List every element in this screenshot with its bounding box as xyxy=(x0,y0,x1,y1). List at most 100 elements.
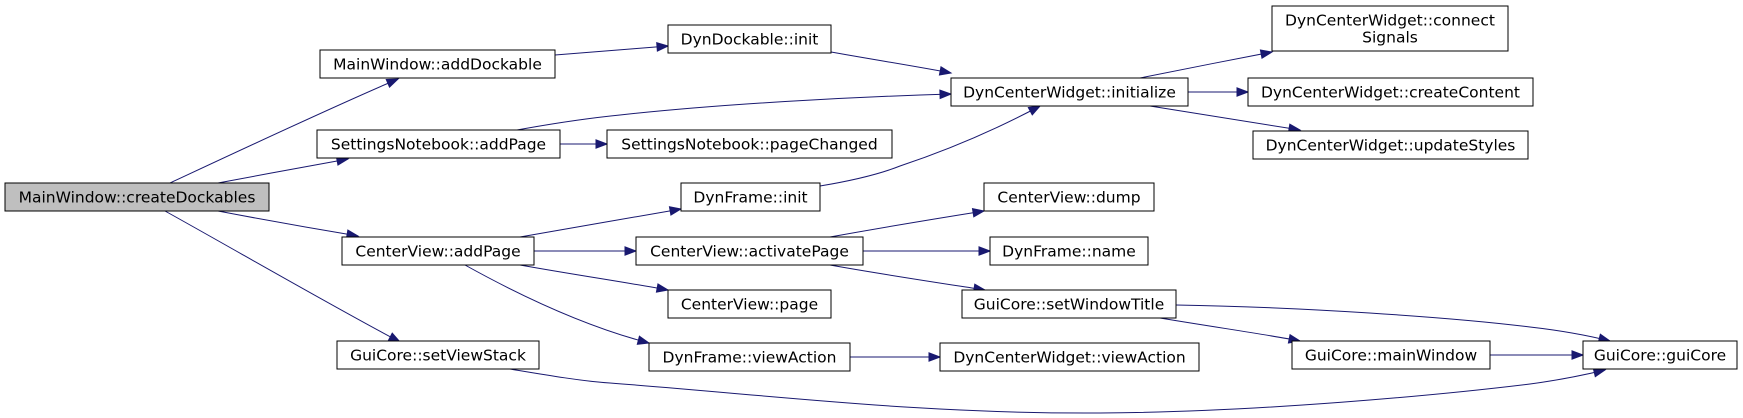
edge-arrowhead xyxy=(971,207,986,218)
node-box xyxy=(1582,340,1738,370)
function-node-setWindowTitle[interactable]: GuiCore::setWindowTitle xyxy=(961,289,1177,319)
call-edge-centerAddPage-to-centerPage xyxy=(519,264,670,293)
edge-line xyxy=(819,105,1041,187)
node-label: DynCenterWidget::viewAction xyxy=(953,349,1185,367)
call-edge-mainWindow-to-guiCore xyxy=(1490,350,1585,360)
function-node-createDockables[interactable]: MainWindow::createDockables xyxy=(4,182,270,212)
function-node-guiCore[interactable]: GuiCore::guiCore xyxy=(1582,340,1738,370)
edge-arrowhead xyxy=(385,78,400,89)
node-box xyxy=(319,49,556,79)
edge-arrowhead xyxy=(1592,367,1607,378)
edge-line xyxy=(1139,51,1273,79)
node-label: GuiCore::setViewStack xyxy=(350,347,526,365)
call-edge-activatePage-to-centerDump xyxy=(829,207,986,238)
node-label: CenterView::activatePage xyxy=(650,243,849,261)
function-node-setViewStack[interactable]: GuiCore::setViewStack xyxy=(336,340,540,370)
call-edge-centerAddPage-to-activatePage xyxy=(534,246,638,256)
node-box xyxy=(336,340,540,370)
edge-line xyxy=(1175,304,1611,342)
node-label: DynCenterWidget::initialize xyxy=(963,84,1176,102)
node-box xyxy=(939,342,1200,372)
function-node-centerDump[interactable]: CenterView::dump xyxy=(983,182,1155,212)
node-box xyxy=(1271,5,1509,52)
edge-line xyxy=(217,158,349,184)
node-box xyxy=(648,342,851,372)
node-box xyxy=(667,24,832,54)
call-edge-createDockables-to-addDockable xyxy=(169,78,400,184)
edge-line xyxy=(829,264,986,291)
edge-line xyxy=(554,45,669,56)
node-box xyxy=(983,182,1155,212)
call-edge-initialize-to-createContent xyxy=(1188,87,1250,97)
function-node-frameInit[interactable]: DynFrame::init xyxy=(680,182,821,212)
node-box xyxy=(316,129,561,159)
node-box xyxy=(961,289,1177,319)
function-node-frameName[interactable]: DynFrame::name xyxy=(989,236,1149,266)
function-node-addDockable[interactable]: MainWindow::addDockable xyxy=(319,49,556,79)
call-edge-activatePage-to-frameName xyxy=(863,246,992,256)
node-label: Signals xyxy=(1362,29,1418,47)
node-label: MainWindow::addDockable xyxy=(333,56,542,74)
node-box xyxy=(680,182,821,212)
function-node-centerAddPage[interactable]: CenterView::addPage xyxy=(341,236,535,266)
node-box xyxy=(667,289,832,319)
edge-arrowhead xyxy=(978,246,992,256)
node-box xyxy=(989,236,1149,266)
node-box xyxy=(4,182,270,212)
node-label: DynFrame::viewAction xyxy=(663,349,837,367)
node-label: DynCenterWidget::createContent xyxy=(1261,84,1520,102)
node-box xyxy=(950,77,1189,107)
function-node-dockableInit[interactable]: DynDockable::init xyxy=(667,24,832,54)
node-label: GuiCore::setWindowTitle xyxy=(974,296,1164,314)
node-label: DynFrame::name xyxy=(1002,243,1136,261)
function-node-centerPage[interactable]: CenterView::page xyxy=(667,289,832,319)
call-edge-setWindowTitle-to-mainWindow xyxy=(1159,317,1302,344)
call-edge-initialize-to-connectSignals xyxy=(1139,49,1274,79)
function-node-activatePage[interactable]: CenterView::activatePage xyxy=(635,236,864,266)
node-label: DynCenterWidget::updateStyles xyxy=(1266,137,1516,155)
node-label: MainWindow::createDockables xyxy=(19,189,256,207)
call-edge-dockableInit-to-initialize xyxy=(830,51,953,76)
node-label: CenterView::page xyxy=(681,296,818,314)
function-node-widgetViewAction[interactable]: DynCenterWidget::viewAction xyxy=(939,342,1200,372)
edge-arrowhead xyxy=(1259,49,1274,59)
call-edge-createDockables-to-settingsAddPage xyxy=(217,156,350,184)
node-box xyxy=(341,236,535,266)
edge-arrowhead xyxy=(655,283,670,293)
function-node-initialize[interactable]: DynCenterWidget::initialize xyxy=(950,77,1189,107)
function-node-createContent[interactable]: DynCenterWidget::createContent xyxy=(1247,77,1534,107)
function-node-updateStyles[interactable]: DynCenterWidget::updateStyles xyxy=(1252,130,1529,160)
edge-arrowhead xyxy=(938,65,953,76)
node-label: GuiCore::guiCore xyxy=(1594,347,1726,365)
function-node-frameViewAction[interactable]: DynFrame::viewAction xyxy=(648,342,851,372)
edge-arrowhead xyxy=(636,335,651,345)
edge-arrowhead xyxy=(939,89,953,100)
node-label: SettingsNotebook::addPage xyxy=(331,136,546,154)
edge-arrowhead xyxy=(656,41,670,52)
call-edge-centerAddPage-to-frameViewAction xyxy=(464,264,651,345)
call-edge-addDockable-to-dockableInit xyxy=(554,41,670,56)
function-node-settingsAddPage[interactable]: SettingsNotebook::addPage xyxy=(316,129,561,159)
node-label: DynFrame::init xyxy=(693,189,807,207)
edge-line xyxy=(516,93,952,131)
node-label: CenterView::dump xyxy=(997,189,1140,207)
function-nodes: MainWindow::createDockables MainWindow::a… xyxy=(4,5,1738,372)
node-label: CenterView::addPage xyxy=(355,243,520,261)
node-box xyxy=(1247,77,1534,107)
call-edge-settingsAddPage-to-pageChanged xyxy=(560,139,609,149)
call-edge-createDockables-to-setViewStack xyxy=(164,210,402,343)
call-edge-centerAddPage-to-frameInit xyxy=(519,206,683,238)
edge-arrowhead xyxy=(1571,350,1585,360)
call-edge-setWindowTitle-to-guiCore xyxy=(1175,304,1612,343)
function-node-mainWindow[interactable]: GuiCore::mainWindow xyxy=(1291,340,1491,370)
call-edge-createDockables-to-centerAddPage xyxy=(217,210,360,239)
call-edge-activatePage-to-setWindowTitle xyxy=(829,264,987,294)
edge-arrowhead xyxy=(624,246,638,256)
node-box xyxy=(1291,340,1491,370)
function-node-pageChanged[interactable]: SettingsNotebook::pageChanged xyxy=(606,129,893,159)
call-edge-initialize-to-updateStyles xyxy=(1149,105,1302,134)
node-box xyxy=(1252,130,1529,160)
node-label: DynDockable::init xyxy=(681,31,819,49)
